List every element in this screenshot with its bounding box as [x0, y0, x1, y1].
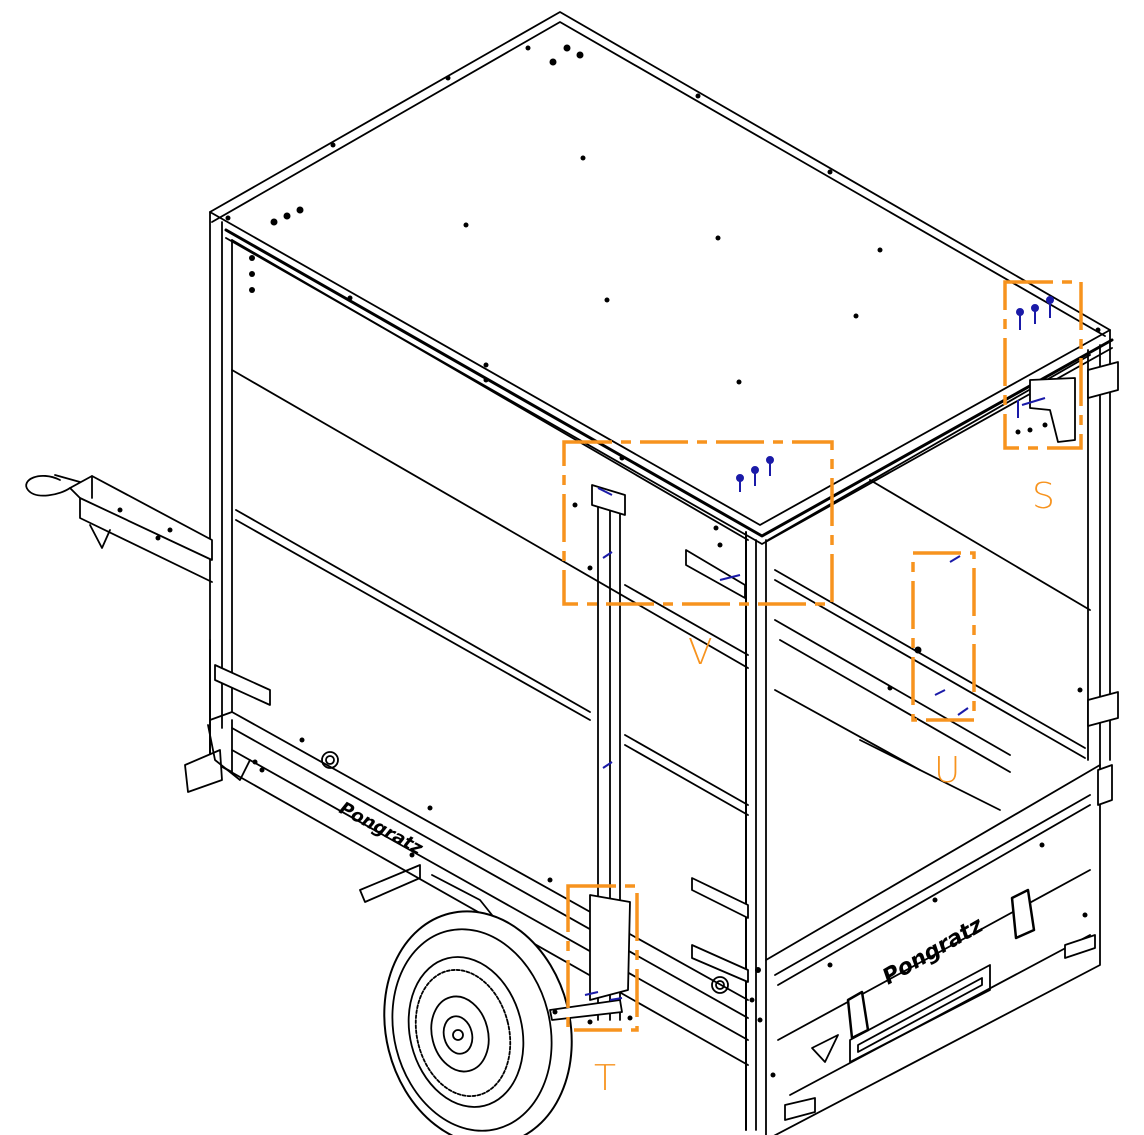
callout-labels: S T U V [594, 476, 1055, 1099]
front-corner-posts [745, 531, 767, 1131]
side-reflectors [321, 751, 729, 994]
wheel [383, 910, 573, 1135]
drawbar [25, 474, 213, 583]
hinges-and-brackets [214, 361, 1119, 1121]
callout-frame-t [566, 884, 639, 1032]
left-side-panel [209, 211, 749, 1001]
callout-frame-v [562, 440, 834, 606]
callout-frames [562, 280, 1083, 1032]
callout-label-u: U [934, 750, 960, 791]
right-rear-section [767, 329, 1111, 811]
roof-panel [209, 11, 1114, 545]
callout-label-v: V [688, 632, 713, 673]
fasteners [584, 296, 1054, 1001]
callout-label-s: S [1032, 476, 1055, 517]
tailgate-latches [846, 888, 1036, 1040]
bolt-holes [117, 44, 1101, 1078]
tailgate [765, 764, 1101, 1135]
jockey-stand [184, 724, 251, 793]
callout-frame-u [911, 551, 976, 722]
callout-frame-s [1003, 280, 1083, 450]
callout-label-t: T [594, 1058, 616, 1099]
trailer-line-art [25, 11, 1119, 1135]
